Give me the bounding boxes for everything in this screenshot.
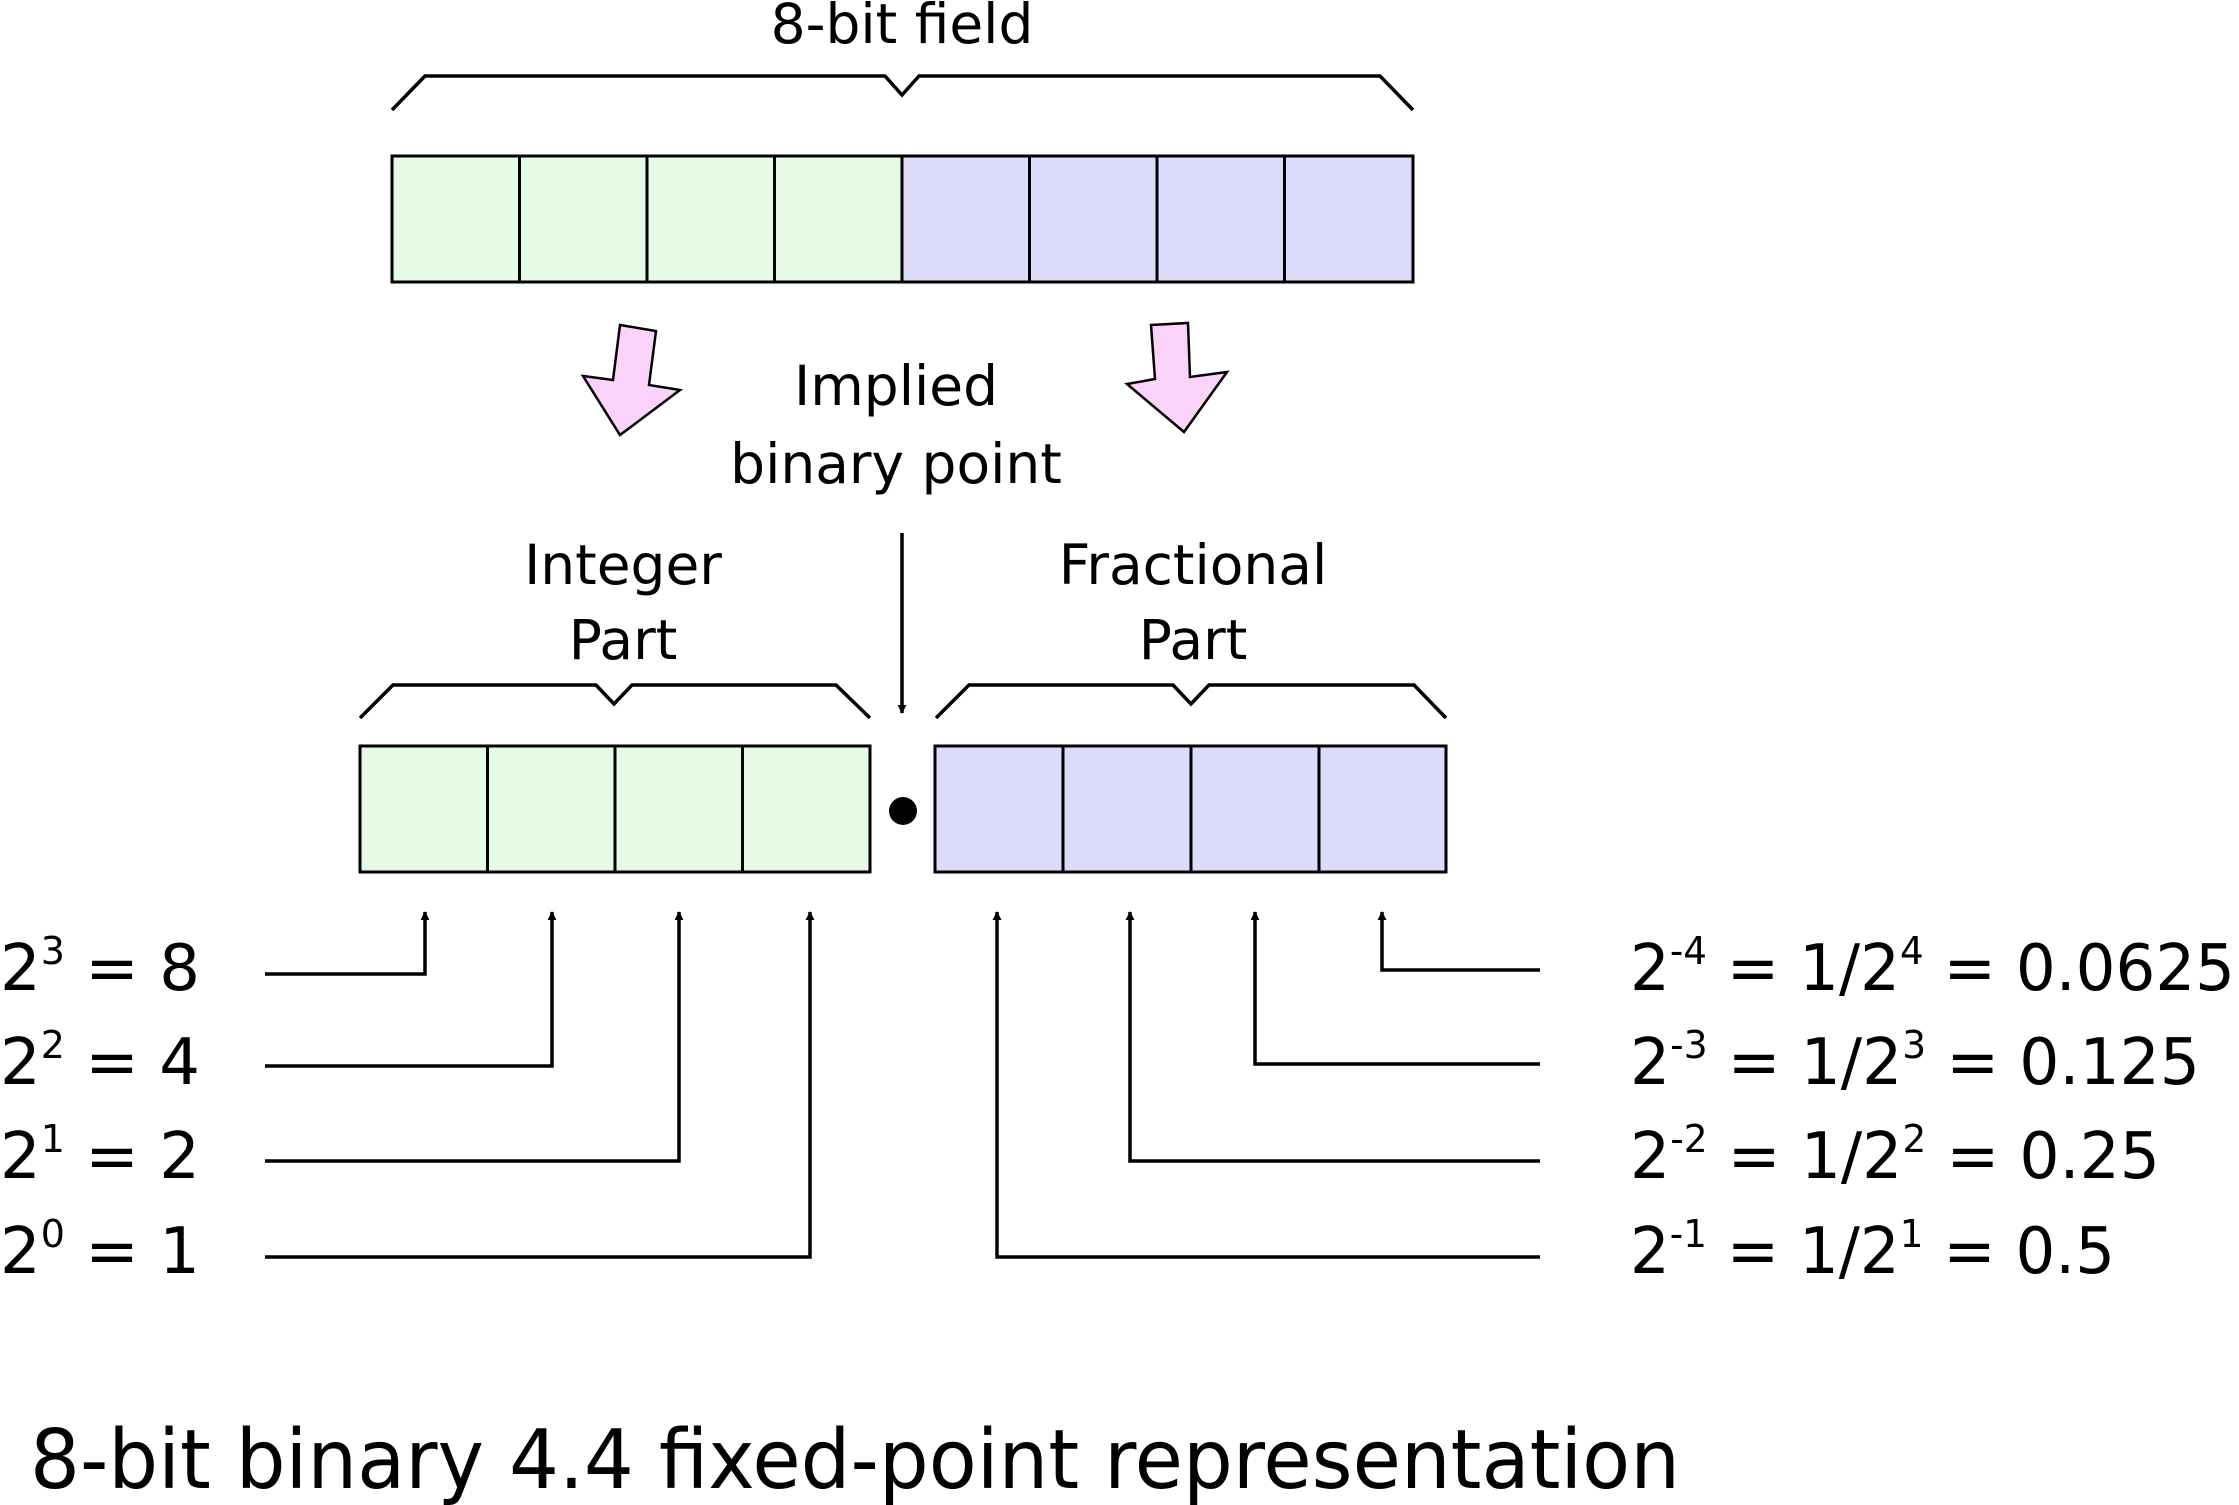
- fractional-label-line2: Part: [1139, 608, 1248, 672]
- connector-line: [265, 911, 815, 1259]
- bit-cell-fractional: [1155, 154, 1286, 284]
- connector-line: [265, 911, 430, 976]
- binary-point-dot: [889, 797, 917, 825]
- integer-label-line1: Integer: [524, 533, 722, 597]
- fractional-brace: [934, 683, 1448, 720]
- bit-cell-fractional: [900, 154, 1031, 284]
- field-label: 8-bit field: [771, 0, 1034, 56]
- power-label: 23 = 8: [0, 929, 200, 1006]
- integer-connectors: [265, 911, 815, 1259]
- power-label: 20 = 1: [0, 1212, 200, 1289]
- fractional-label-line1: Fractional: [1059, 533, 1328, 597]
- fractional-connectors: [992, 911, 1540, 1259]
- power-label: 2-1 = 1/21 = 0.5: [1630, 1212, 2115, 1289]
- eight-bit-field: [390, 154, 1415, 284]
- implied-label-line2: binary point: [730, 432, 1062, 496]
- bit-cell-integer: [390, 154, 521, 284]
- integer-part: [358, 744, 872, 874]
- bit-cell-integer: [773, 154, 904, 284]
- integer-label-line2: Part: [569, 608, 678, 672]
- fractional-cell: [1317, 744, 1448, 874]
- integer-cell: [741, 744, 872, 874]
- integer-brace: [358, 683, 872, 720]
- field-brace: [390, 74, 1415, 112]
- power-label: 2-3 = 1/23 = 0.125: [1630, 1023, 2200, 1100]
- bit-cell-fractional: [1283, 154, 1415, 284]
- integer-cell: [358, 744, 489, 874]
- fractional-cell: [1061, 744, 1193, 874]
- right-split-arrow: [1124, 321, 1230, 434]
- power-label: 2-2 = 1/22 = 0.25: [1630, 1117, 2160, 1194]
- left-split-arrow: [580, 323, 684, 437]
- connector-line: [1125, 911, 1540, 1163]
- implied-label-line1: Implied: [794, 354, 998, 418]
- bit-cell-integer: [645, 154, 776, 284]
- bit-cell-integer: [518, 154, 649, 284]
- power-label: 22 = 4: [0, 1023, 200, 1100]
- fractional-part: [933, 744, 1448, 874]
- integer-cell: [486, 744, 617, 874]
- fractional-cell: [933, 744, 1065, 874]
- power-label: 2-4 = 1/24 = 0.0625: [1630, 929, 2235, 1006]
- integer-cell: [613, 744, 744, 874]
- connector-line: [1250, 911, 1540, 1066]
- connector-line: [992, 911, 1540, 1259]
- power-label: 21 = 2: [0, 1117, 200, 1194]
- diagram-caption: 8-bit binary 4.4 fixed-point representat…: [30, 1413, 1680, 1505]
- connector-line: [1377, 911, 1540, 972]
- connector-line: [265, 911, 684, 1163]
- connector-line: [265, 911, 557, 1068]
- fractional-cell: [1189, 744, 1321, 874]
- bit-cell-fractional: [1028, 154, 1159, 284]
